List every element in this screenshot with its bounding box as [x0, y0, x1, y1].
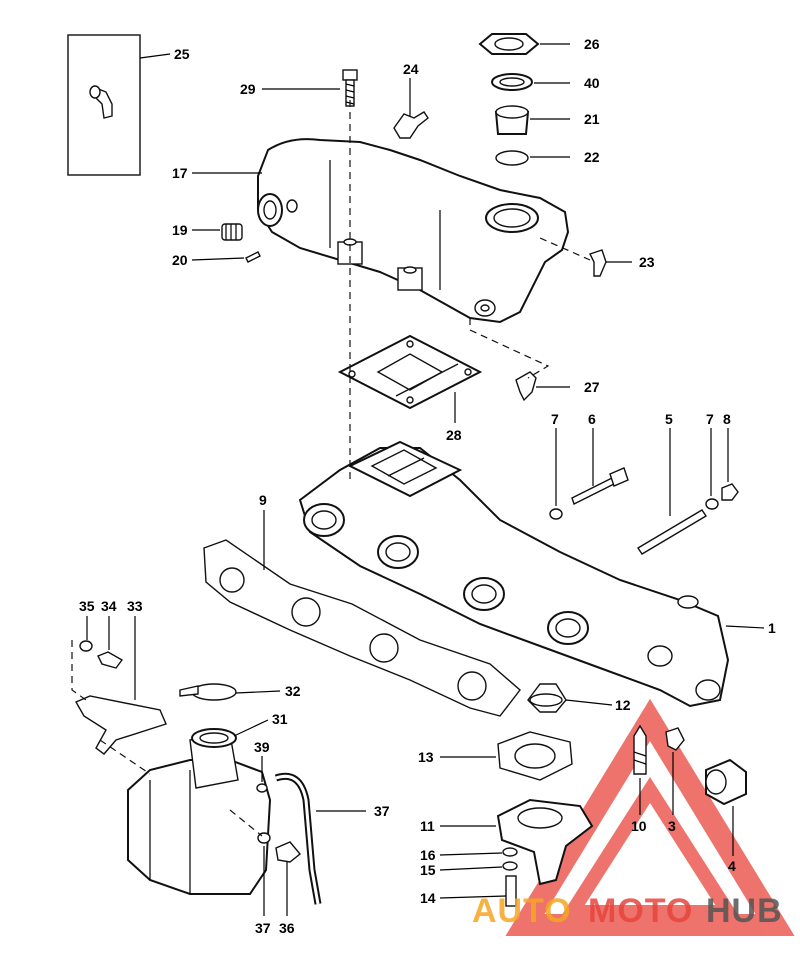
callout-24: 24: [403, 61, 419, 77]
callout-32: 32: [285, 683, 301, 699]
callout-9: 9: [259, 492, 267, 508]
thermostat-housing-part-11: [496, 798, 594, 886]
valve-part-10: [633, 724, 647, 775]
gasket-part-13: [497, 731, 573, 781]
callout-23: 23: [639, 254, 655, 270]
bracket-part-33: [75, 695, 167, 755]
watermark-text: AUTO MOTO HUB: [472, 892, 783, 930]
hose-part-37: [274, 772, 322, 905]
exhaust-manifold-part-1: [298, 440, 730, 708]
callout-25: 25: [174, 46, 190, 62]
gasket-part-9: [203, 539, 521, 717]
callout-17: 17: [172, 165, 188, 181]
watermark-text-auto: AUTO: [472, 892, 572, 930]
screw-part-20: [245, 251, 261, 263]
callout-37-washer: 37: [255, 920, 271, 936]
bolt-part-6: [571, 467, 629, 505]
callout-16: 16: [420, 847, 436, 863]
callout-6: 6: [588, 411, 596, 427]
callout-26: 26: [584, 36, 600, 52]
callout-10: 10: [631, 818, 647, 834]
callout-27: 27: [584, 379, 600, 395]
washer-part-7a: [549, 508, 563, 520]
coolant-tank-part-31: [127, 728, 272, 895]
callout-36: 36: [279, 920, 295, 936]
callout-21: 21: [584, 111, 600, 127]
o-ring-part-22: [495, 150, 529, 166]
fitting-part-23: [589, 249, 607, 277]
washer-part-16: [502, 847, 518, 857]
callout-29: 29: [240, 81, 256, 97]
callout-labels: 25 29 24 26 40 21 22 17 19 20 23 27 28 7…: [79, 36, 776, 936]
callout-22: 22: [584, 149, 600, 165]
stud-part-5: [637, 509, 707, 555]
nut-part-8: [721, 483, 739, 501]
callout-31: 31: [272, 711, 288, 727]
callout-20: 20: [172, 252, 188, 268]
thermostat-part-12: [527, 683, 567, 713]
elbow-fitting-part: [95, 86, 113, 119]
callout-39: 39: [254, 739, 270, 755]
callout-1: 1: [768, 620, 776, 636]
callout-19: 19: [172, 222, 188, 238]
plug-part-19: [221, 223, 243, 241]
watermark-triangle-inner: [559, 777, 741, 919]
assembly-lines: [71, 100, 591, 837]
callout-8: 8: [723, 411, 731, 427]
fitting-part-27: [515, 371, 537, 402]
gasket-part-28: [337, 334, 483, 410]
reservoir-part-17: [257, 138, 570, 324]
watermark-text-hub: HUB: [706, 892, 783, 930]
plug-part-3: [665, 727, 685, 751]
washer-part-15: [502, 861, 518, 871]
clip-part-39: [256, 783, 268, 793]
watermark-text-moto: MOTO: [588, 892, 693, 930]
callout-11: 11: [420, 818, 435, 834]
callout-5: 5: [665, 411, 673, 427]
cap-stack: [478, 33, 540, 166]
elbow-opening: [89, 85, 101, 99]
callout-7-right: 7: [706, 411, 714, 427]
inset-box: [67, 34, 141, 176]
callout-40: 40: [584, 75, 600, 91]
callout-34: 34: [101, 598, 117, 614]
callout-13: 13: [418, 749, 434, 765]
callout-37-hose: 37: [374, 803, 390, 819]
bolt-part-34: [97, 651, 124, 669]
callout-12: 12: [615, 697, 631, 713]
washer-part-7b: [705, 498, 719, 510]
washer-part-35: [79, 640, 93, 652]
callout-28: 28: [446, 427, 462, 443]
callout-35: 35: [79, 598, 95, 614]
callout-7-left: 7: [551, 411, 559, 427]
fitting-part-24: [393, 111, 429, 139]
callout-3: 3: [668, 818, 676, 834]
bolt-part-36: [275, 841, 301, 863]
stud-part-14: [505, 875, 517, 907]
callout-14: 14: [420, 890, 436, 906]
sleeve-part-4: [705, 758, 747, 806]
callout-33: 33: [127, 598, 143, 614]
cap-part-32: [179, 683, 237, 701]
leader-lines: [86, 43, 765, 916]
callout-4: 4: [728, 858, 736, 874]
callout-15: 15: [420, 862, 436, 878]
